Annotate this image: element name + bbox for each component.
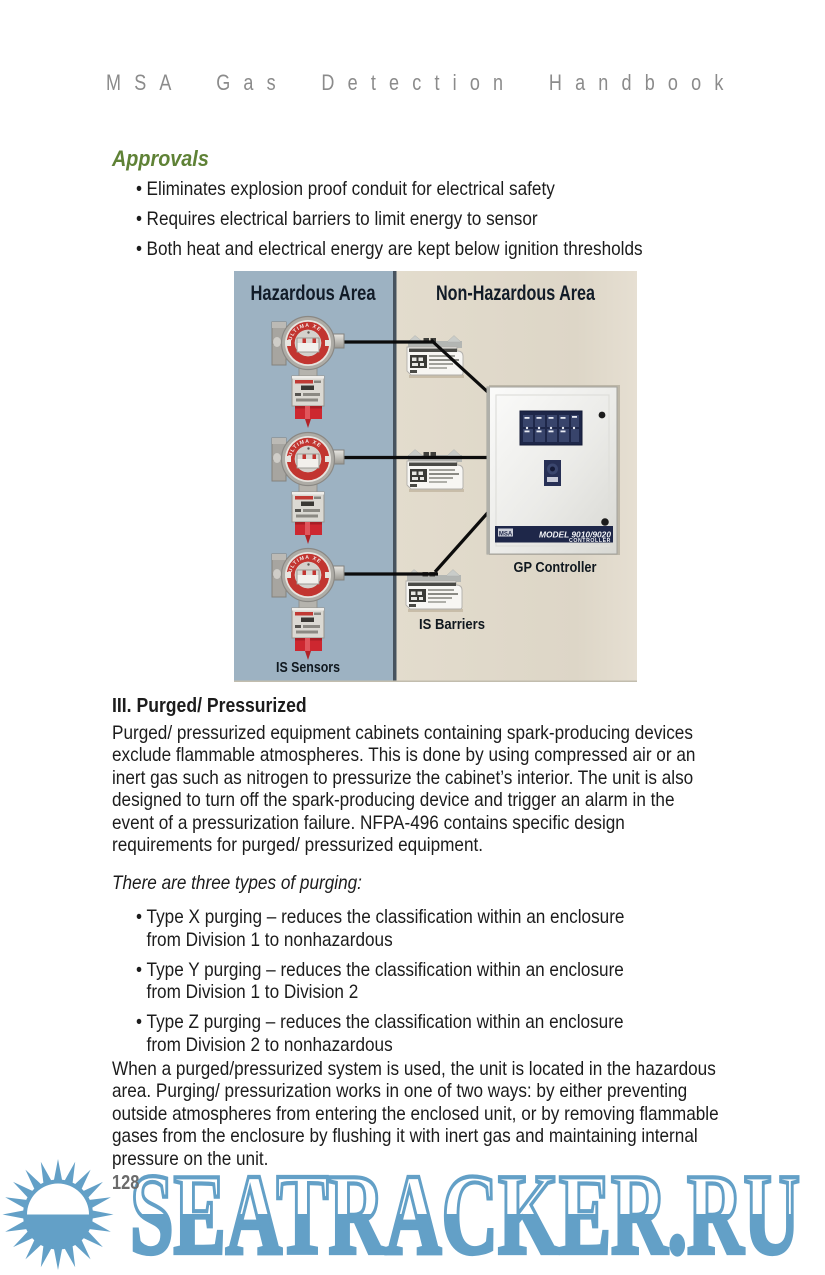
svg-text:IS Sensors: IS Sensors bbox=[276, 660, 340, 676]
svg-text:IS Barriers: IS Barriers bbox=[419, 617, 485, 633]
svg-text:Hazardous Area: Hazardous Area bbox=[251, 281, 377, 305]
svg-text:SEATRACKER.RU: SEATRACKER.RU bbox=[130, 1158, 800, 1275]
svg-text:CONTROLLER: CONTROLLER bbox=[569, 538, 611, 544]
svg-text:MODEL 9010/9020: MODEL 9010/9020 bbox=[539, 530, 611, 540]
svg-text:MSA: MSA bbox=[499, 532, 513, 538]
svg-text:GP Controller: GP Controller bbox=[514, 560, 597, 576]
svg-text:Non-Hazardous Area: Non-Hazardous Area bbox=[436, 281, 596, 305]
